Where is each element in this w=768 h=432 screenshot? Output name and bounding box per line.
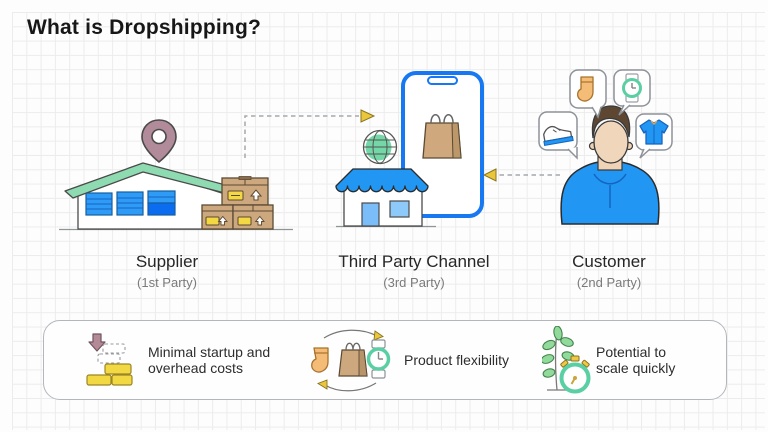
channel-name: Third Party Channel xyxy=(338,252,490,271)
benefit-product-flexibility: Product flexibility xyxy=(404,352,510,368)
cardboard-boxes-icon xyxy=(201,176,274,230)
watch-bubble-icon xyxy=(613,69,651,116)
location-pin-icon xyxy=(141,119,177,164)
customer-label: Customer (2nd Party) xyxy=(529,252,689,290)
channel-label: Third Party Channel (3rd Party) xyxy=(314,252,514,290)
sneaker-bubble-icon xyxy=(538,111,578,160)
channel-party: (3rd Party) xyxy=(383,275,445,290)
supplier-label: Supplier (1st Party) xyxy=(87,252,247,290)
shopping-bag-icon xyxy=(422,114,462,159)
warehouse-illustration xyxy=(59,162,293,231)
plant-stopwatch-icon xyxy=(542,326,591,394)
person-illustration xyxy=(538,69,673,225)
supplier-name: Supplier xyxy=(135,252,199,271)
sock-bubble-icon xyxy=(569,69,607,119)
gold-bars-icon xyxy=(86,333,133,386)
globe-icon xyxy=(362,129,398,165)
page-title: What is Dropshipping? xyxy=(27,16,262,39)
benefits-bar: Minimal startup and overhead costs Produ… xyxy=(43,320,727,400)
product-cycle-icon xyxy=(311,329,391,392)
customer-party: (2nd Party) xyxy=(576,275,642,290)
storefront-illustration xyxy=(335,168,436,228)
benefit-minimal-costs: Minimal startup and overhead costs xyxy=(148,344,271,376)
supplier-party: (1st Party) xyxy=(137,275,197,290)
arrow-customer-to-channel xyxy=(482,168,560,182)
benefit-scale-quickly: Potential to scale quickly xyxy=(596,344,676,376)
jacket-bubble-icon xyxy=(635,113,673,159)
arrow-supplier-to-channel xyxy=(244,109,376,158)
customer-name: Customer xyxy=(572,252,646,271)
